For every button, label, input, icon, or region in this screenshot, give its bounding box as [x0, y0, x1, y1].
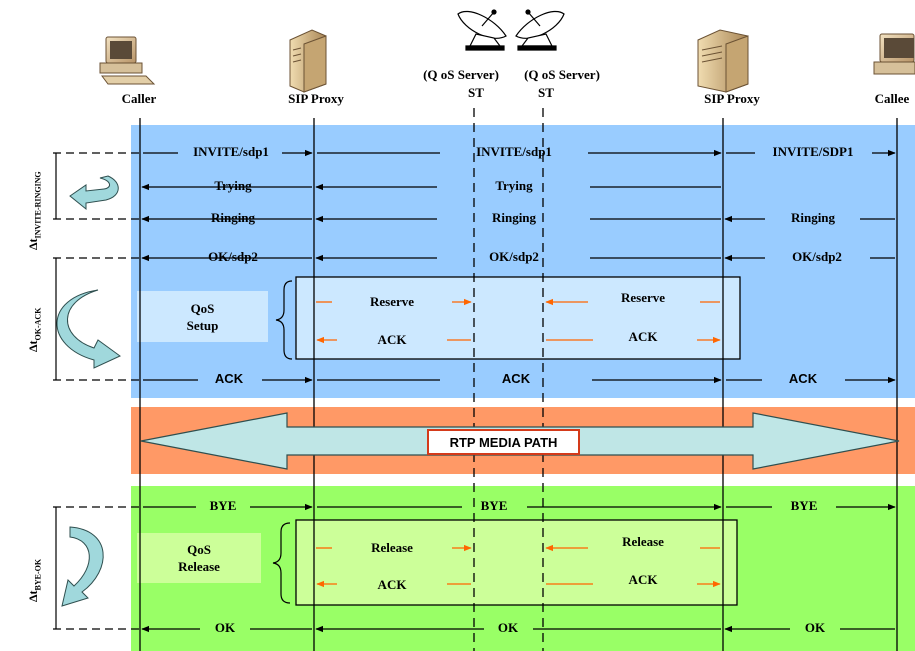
bye-label-3: BYE: [790, 498, 818, 513]
qos-server-left-label: (Q oS Server): [423, 67, 499, 82]
qos-release-label-box: [137, 533, 261, 583]
ack-label-1: ACK: [214, 371, 244, 386]
qos-setup-region: [295, 276, 741, 360]
invite-label-2: INVITE/sdp1: [476, 144, 552, 159]
interval-bye-ok-label: ΔtBYE-OK: [26, 558, 43, 602]
sip-proxy-right-label: SIP Proxy: [704, 91, 760, 106]
reserve-label-left: Reserve: [369, 294, 415, 309]
invite-label-1: INVITE/sdp1: [193, 144, 269, 159]
release-label-right: Release: [622, 534, 664, 549]
qos-release-region: [295, 519, 738, 606]
bye-label-2: BYE: [480, 498, 508, 513]
ack-label-3: ACK: [788, 371, 818, 386]
ringing-label-2: Ringing: [491, 210, 537, 225]
ok-sdp2-label-2: OK/sdp2: [489, 249, 539, 264]
sip-proxy-left-label: SIP Proxy: [288, 91, 344, 106]
release-ack-label-right: ACK: [628, 572, 658, 587]
ok-sdp2-label-1: OK/sdp2: [208, 249, 258, 264]
ack-label-2: ACK: [501, 371, 531, 386]
rtp-media-path-label: RTP MEDIA PATH: [427, 429, 580, 455]
interval-ok-ack-label: ΔtOK-ACK: [26, 307, 43, 352]
trying-label-2: Trying: [495, 178, 533, 193]
st-left-label: ST: [468, 85, 484, 100]
turn-arrow-icon-2: [56, 289, 121, 369]
sip-proxy-right-server-icon: [697, 29, 749, 93]
callee-label: Callee: [874, 91, 910, 106]
callee-computer-icon: [873, 33, 915, 75]
qos-ack-label-left: ACK: [377, 332, 407, 347]
sip-proxy-left-server-icon: [289, 29, 327, 93]
turn-arrow-icon-1: [69, 175, 119, 211]
qos-server-right-label: (Q oS Server): [524, 67, 600, 82]
ok-label-2: OK: [497, 620, 519, 635]
st-right-label: ST: [538, 85, 554, 100]
trying-label-1: Trying: [214, 178, 252, 193]
invite-label-3: INVITE/SDP1: [772, 144, 854, 159]
ringing-label-1: Ringing: [210, 210, 256, 225]
satellite-dish-icon-right: [515, 9, 565, 51]
release-label-left: Release: [371, 540, 413, 555]
caller-label: Caller: [121, 91, 157, 106]
satellite-dish-icon-left: [457, 9, 507, 51]
ok-sdp2-label-3: OK/sdp2: [792, 249, 842, 264]
caller-computer-icon: [99, 36, 156, 85]
turn-arrow-icon-3: [61, 526, 104, 607]
bye-label-1: BYE: [209, 498, 237, 513]
qos-ack-label-right: ACK: [628, 329, 658, 344]
qos-setup-brace: [275, 280, 293, 360]
reserve-label-right: Reserve: [620, 290, 666, 305]
ringing-label-3: Ringing: [790, 210, 836, 225]
ok-label-3: OK: [804, 620, 826, 635]
interval-invite-ringing-label: ΔtINVITE-RINGING: [26, 171, 43, 250]
qos-setup-label-box: [137, 291, 268, 342]
release-ack-label-left: ACK: [377, 577, 407, 592]
ok-label-1: OK: [214, 620, 236, 635]
qos-release-brace: [272, 522, 291, 604]
